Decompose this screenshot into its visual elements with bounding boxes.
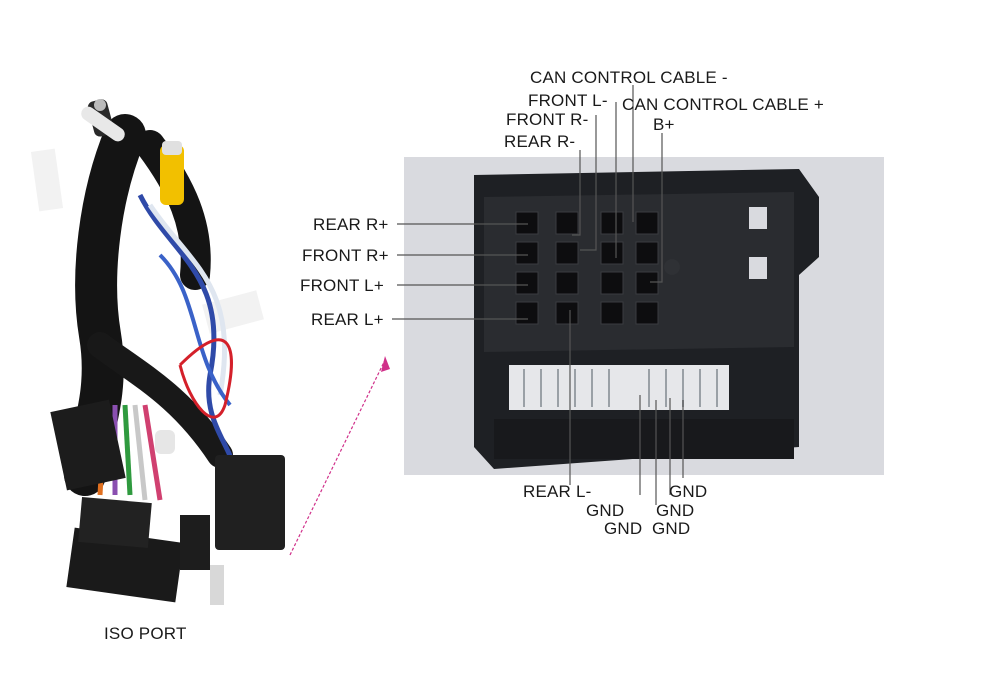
label-b-plus: B+ [653,115,675,134]
iso-port-caption: ISO PORT [104,624,187,643]
label-rear-r-minus: REAR R- [504,132,576,151]
label-front-r-minus: FRONT R- [506,110,589,129]
label-can-control-cable-minus: CAN CONTROL CABLE - [530,68,728,87]
connector-photo [404,157,884,475]
label-rear-l-plus: REAR L+ [311,310,384,329]
label-gnd: GND [656,501,695,520]
label-gnd: GND [652,519,691,538]
label-rear-r-plus: REAR R+ [313,215,389,234]
label-can-control-cable-plus: CAN CONTROL CABLE + [622,95,825,114]
label-rear-l-minus: REAR L- [523,482,592,501]
label-front-r-plus: FRONT R+ [302,246,389,265]
label-gnd: GND [669,482,708,501]
wiring-harness-photo [30,99,285,605]
label-front-l-minus: FRONT L- [528,91,608,110]
label-front-l-plus: FRONT L+ [300,276,384,295]
label-gnd: GND [604,519,643,538]
label-gnd: GND [586,501,625,520]
